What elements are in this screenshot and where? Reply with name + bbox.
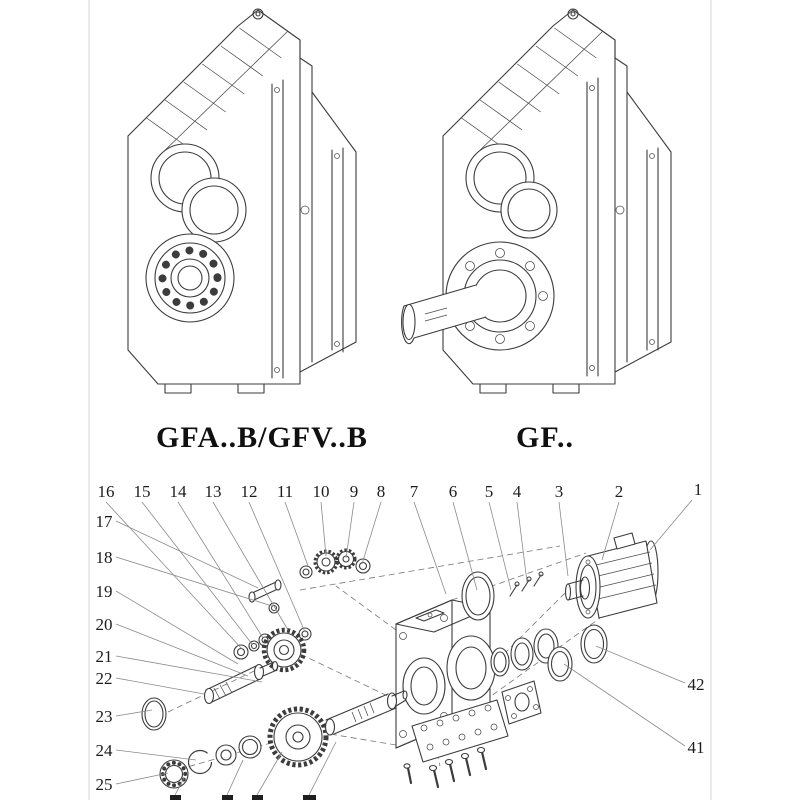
o-ring (141, 697, 167, 731)
page-edge-lines (88, 0, 712, 800)
callout-20: 20 (96, 615, 113, 634)
callout-12: 12 (241, 482, 258, 501)
callout-3: 3 (555, 482, 564, 501)
callout-41: 41 (688, 738, 705, 757)
callout-19: 19 (96, 582, 113, 601)
gear-cluster (233, 627, 307, 673)
mounting-studs (403, 746, 488, 789)
input-gasket (461, 571, 495, 621)
cooling-ribs-left (146, 27, 282, 149)
callout-24: 24 (96, 741, 114, 760)
callout-10: 10 (313, 482, 330, 501)
input-rings (490, 624, 608, 682)
callout-6: 6 (449, 482, 458, 501)
callout-13: 13 (205, 482, 222, 501)
callout-15: 15 (134, 482, 151, 501)
eyebolt-icon (252, 8, 264, 20)
callout-7: 7 (410, 482, 419, 501)
callout-16: 16 (98, 482, 115, 501)
gearbox-drawing-left (127, 8, 357, 394)
callout-18: 18 (96, 548, 113, 567)
right-model-label: GF.. (516, 421, 574, 454)
callout-numbers: 16 15 14 13 12 11 10 9 8 7 6 5 4 3 2 1 1… (96, 480, 705, 794)
bearing-bores-right (465, 143, 558, 239)
exploded-view (141, 532, 659, 800)
mounting-feet-right (479, 383, 580, 394)
bearing-and-seals (159, 735, 262, 789)
callout-21: 21 (96, 647, 113, 666)
eyebolt-icon (567, 8, 579, 20)
gasket-plate (411, 699, 509, 763)
side-straps-left (271, 79, 344, 379)
callout-9: 9 (350, 482, 359, 501)
cropped-callout-marks (170, 741, 337, 800)
callout-11: 11 (277, 482, 293, 501)
leader-lines (105, 499, 693, 785)
mounting-feet-left (164, 383, 265, 394)
callout-17: 17 (96, 512, 114, 531)
side-straps-right (586, 77, 659, 377)
pinion-shaft (203, 660, 279, 705)
gearbox-drawing-right (401, 8, 672, 394)
left-model-label: GFA..B/GFV..B (156, 421, 368, 454)
output-gear (267, 706, 329, 768)
input-motor-unit (564, 532, 659, 619)
callout-4: 4 (513, 482, 522, 501)
cooling-ribs-right (461, 27, 597, 149)
bearing-bores-left (150, 143, 247, 243)
output-bearing-left (145, 233, 235, 323)
output-flange-shaft (401, 241, 555, 351)
callout-22: 22 (96, 669, 113, 688)
callout-1: 1 (694, 480, 703, 499)
callout-8: 8 (377, 482, 386, 501)
callout-14: 14 (170, 482, 188, 501)
intermediate-shaft-parts (248, 548, 371, 641)
cover-plate (501, 680, 542, 725)
callout-42: 42 (688, 675, 705, 694)
output-shaft (324, 690, 408, 736)
callout-2: 2 (615, 482, 624, 501)
callout-25: 25 (96, 775, 113, 794)
callout-5: 5 (485, 482, 494, 501)
callout-23: 23 (96, 707, 113, 726)
alignment-guide-lines (167, 545, 601, 773)
